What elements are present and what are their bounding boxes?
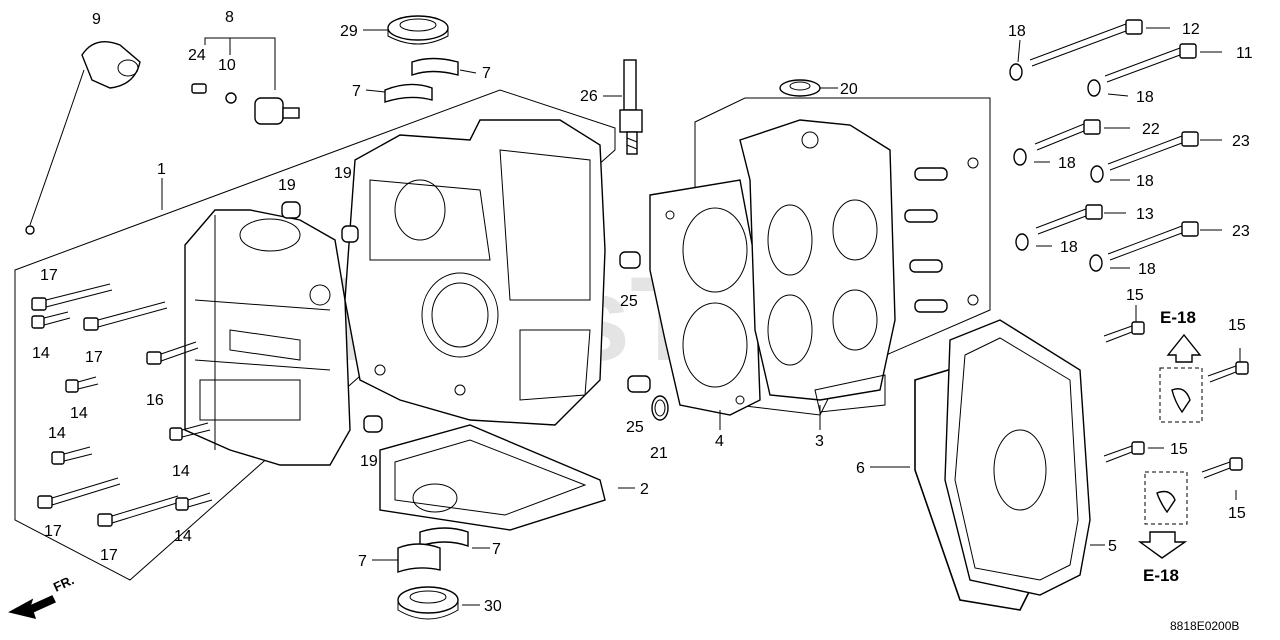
part-21-o-ring[interactable] <box>651 395 669 421</box>
callout-26[interactable]: 26 <box>580 88 598 105</box>
front-direction-arrow <box>8 595 56 619</box>
part-9-plug-cap[interactable] <box>25 41 141 235</box>
callout-23-a[interactable]: 23 <box>1232 133 1250 150</box>
callout-16[interactable]: 16 <box>146 392 164 409</box>
part-26-spark-plug[interactable] <box>619 59 643 155</box>
callout-labels: 9 8 24 10 29 7 7 26 20 1 19 19 19 17 14 … <box>32 9 1253 615</box>
part-30-oil-seal[interactable] <box>397 586 459 620</box>
callout-18-d[interactable]: 18 <box>1136 173 1154 190</box>
callout-18-a[interactable]: 18 <box>1008 23 1026 40</box>
valve-guides <box>904 157 979 313</box>
callout-18-b[interactable]: 18 <box>1136 89 1154 106</box>
callout-23-b[interactable]: 23 <box>1232 223 1250 240</box>
callout-7-top-right[interactable]: 7 <box>482 65 491 82</box>
callout-25-b[interactable]: 25 <box>626 419 644 436</box>
part-3-cylinder-head[interactable] <box>739 119 896 413</box>
callout-19-a[interactable]: 19 <box>278 177 296 194</box>
callout-24[interactable]: 24 <box>188 47 206 64</box>
callout-15-b[interactable]: 15 <box>1228 317 1246 334</box>
callout-17-a[interactable]: 17 <box>40 267 58 284</box>
callout-2[interactable]: 2 <box>640 481 649 498</box>
part-20-seal[interactable] <box>779 79 821 97</box>
callout-15-a[interactable]: 15 <box>1126 287 1144 304</box>
callout-10[interactable]: 10 <box>218 57 236 74</box>
assembly-outline-left <box>14 89 616 581</box>
callout-17-d[interactable]: 17 <box>100 547 118 564</box>
callout-17-c[interactable]: 17 <box>44 523 62 540</box>
part-8-sensor[interactable] <box>191 37 300 125</box>
callout-19-c[interactable]: 19 <box>360 453 378 470</box>
callout-21[interactable]: 21 <box>650 445 668 462</box>
callout-3[interactable]: 3 <box>815 433 824 450</box>
callout-14-a[interactable]: 14 <box>32 345 50 362</box>
callout-1[interactable]: 1 <box>157 161 166 178</box>
callout-18-e[interactable]: 18 <box>1060 239 1078 256</box>
callout-18-f[interactable]: 18 <box>1138 261 1156 278</box>
callout-14-e[interactable]: 14 <box>174 528 192 545</box>
callout-17-b[interactable]: 17 <box>85 349 103 366</box>
callout-14-d[interactable]: 14 <box>172 463 190 480</box>
crankcase-middle[interactable] <box>344 119 606 426</box>
part-7-bearing-half-bottom[interactable] <box>397 527 469 573</box>
callout-12[interactable]: 12 <box>1182 21 1200 38</box>
leader-lines <box>161 27 1241 606</box>
part-1-cylinder-block[interactable] <box>184 209 351 466</box>
part-2-gasket[interactable] <box>379 424 606 531</box>
callout-4[interactable]: 4 <box>715 433 724 450</box>
ref-label-e18-top[interactable]: E-18 <box>1160 308 1196 327</box>
callout-13[interactable]: 13 <box>1136 206 1154 223</box>
callout-7-bottom-left[interactable]: 7 <box>358 553 367 570</box>
callout-18-c[interactable]: 18 <box>1058 155 1076 172</box>
callout-22[interactable]: 22 <box>1142 121 1160 138</box>
callout-29[interactable]: 29 <box>340 23 358 40</box>
part-7-bearing-half-top[interactable] <box>384 57 459 103</box>
ref-e18-boxes <box>1144 367 1203 525</box>
callout-30[interactable]: 30 <box>484 598 502 615</box>
ref-e18-down[interactable] <box>1137 531 1188 559</box>
callout-25-a[interactable]: 25 <box>620 293 638 310</box>
callout-8[interactable]: 8 <box>225 9 234 26</box>
part-5-head-cover[interactable] <box>944 319 1091 596</box>
dowel-pins-25 <box>619 251 651 393</box>
callout-15-c[interactable]: 15 <box>1170 441 1188 458</box>
diagram-code: 8818E0200B <box>1170 619 1239 633</box>
ref-e18-up[interactable] <box>1166 333 1202 363</box>
callout-11[interactable]: 11 <box>1236 45 1253 62</box>
callout-19-b[interactable]: 19 <box>334 165 352 182</box>
ref-label-e18-bottom[interactable]: E-18 <box>1143 566 1179 585</box>
callout-14-c[interactable]: 14 <box>48 425 66 442</box>
front-direction-label: FR. <box>51 572 76 594</box>
callout-14-b[interactable]: 14 <box>70 405 88 422</box>
callout-6[interactable]: 6 <box>856 460 865 477</box>
bolts-left <box>31 283 213 527</box>
dowel-pins-19 <box>281 201 383 433</box>
callout-9[interactable]: 9 <box>92 11 101 28</box>
callout-7-top-left[interactable]: 7 <box>352 83 361 100</box>
callout-5[interactable]: 5 <box>1108 538 1117 555</box>
callout-7-bottom-right[interactable]: 7 <box>492 541 501 558</box>
part-29-oil-seal[interactable] <box>387 15 449 45</box>
callout-20[interactable]: 20 <box>840 81 858 98</box>
bolts-right <box>1009 19 1249 479</box>
part-4-head-gasket[interactable] <box>649 179 761 416</box>
callout-15-d[interactable]: 15 <box>1228 505 1246 522</box>
